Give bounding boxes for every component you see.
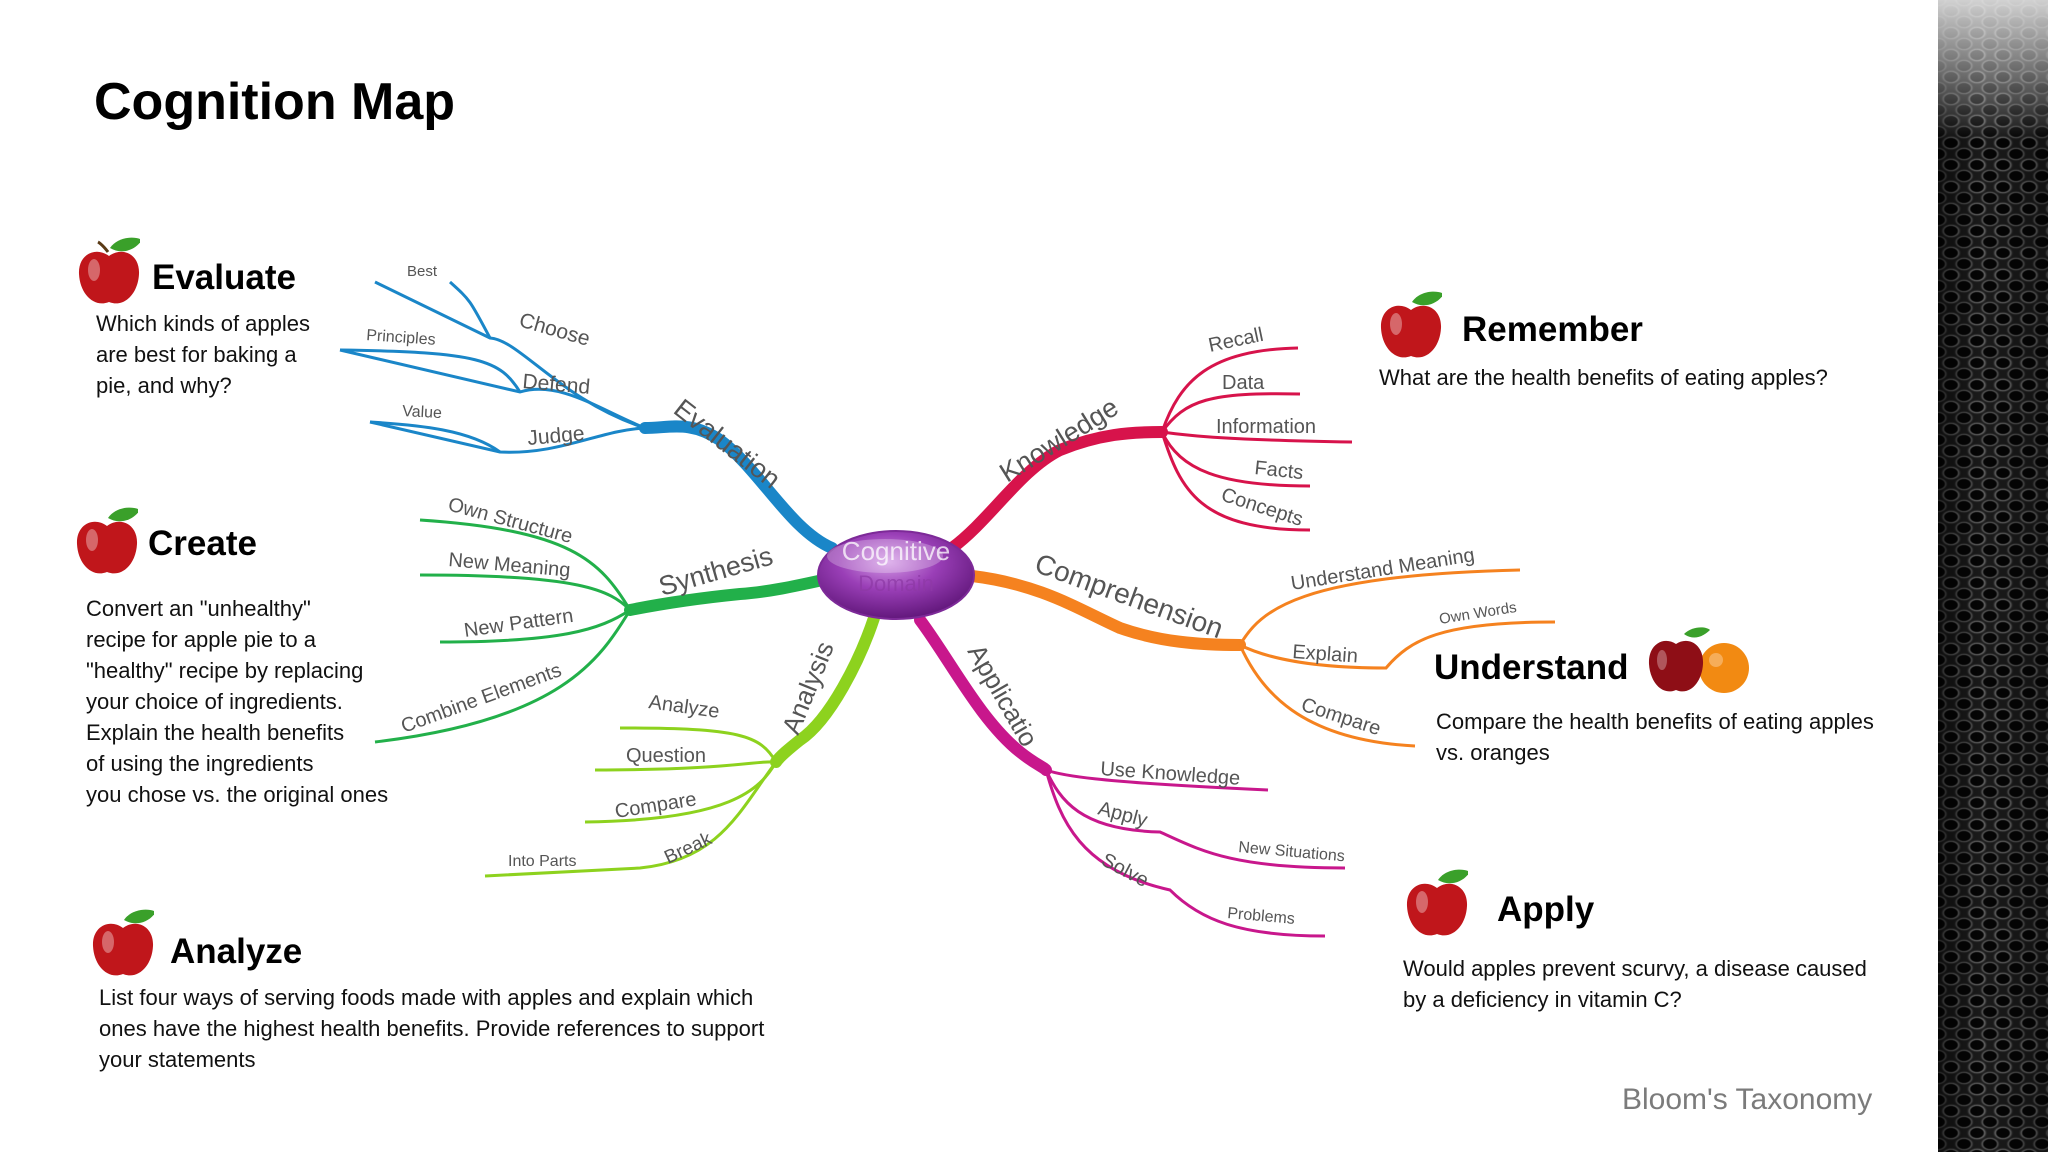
comprehension-item: Understand Meaning xyxy=(1289,544,1476,595)
evaluation-branch xyxy=(639,420,838,554)
evaluation-item: Defend xyxy=(522,370,591,399)
application-branch xyxy=(914,614,1052,776)
synthesis-subbranches xyxy=(374,518,632,744)
comprehension-item: Explain xyxy=(1292,641,1359,668)
knowledge-item: Facts xyxy=(1253,457,1304,484)
analysis-subbranches xyxy=(484,726,778,878)
analyze-heading: Analyze xyxy=(170,932,303,971)
apply-text: Would apples prevent scurvy, a disease c… xyxy=(1403,956,1867,1012)
remember-heading: Remember xyxy=(1462,310,1643,349)
analyze-text: List four ways of serving foods made wit… xyxy=(99,985,765,1072)
evaluation-subitem: Principles xyxy=(366,327,436,349)
application-subbranches xyxy=(1044,768,1346,938)
evaluation-item: Choose xyxy=(517,309,593,351)
understand-heading: Understand xyxy=(1434,648,1629,687)
knowledge-item: Information xyxy=(1216,416,1316,438)
comprehension-subbranches xyxy=(1238,568,1556,748)
knowledge-item: Data xyxy=(1222,372,1265,394)
evaluation-subitem: Value xyxy=(402,403,443,422)
evaluate-text: Which kinds of apples are best for bakin… xyxy=(96,311,310,398)
knowledge-subbranches xyxy=(1160,346,1353,532)
analysis-item: Break xyxy=(661,828,715,868)
apply-heading: Apply xyxy=(1497,890,1595,929)
application-item: Solve xyxy=(1098,849,1153,892)
apple-icon xyxy=(1380,291,1442,358)
create-heading: Create xyxy=(148,524,257,563)
apple-icon xyxy=(78,237,140,304)
apple-icon xyxy=(76,507,138,574)
side-texture xyxy=(1938,0,2048,1152)
analysis-subitem: Into Parts xyxy=(508,853,576,870)
analysis-item: Question xyxy=(626,745,706,767)
evaluation-item: Judge xyxy=(526,422,585,450)
knowledge-branch xyxy=(946,426,1168,554)
evaluation-label: Evaluation xyxy=(668,393,786,494)
remember-text: What are the health benefits of eating a… xyxy=(1379,365,1828,390)
center-label-line1: Cognitive xyxy=(842,536,950,566)
evaluate-heading: Evaluate xyxy=(152,258,296,297)
evaluation-subitem: Best xyxy=(407,263,438,280)
analysis-item: Analyze xyxy=(647,691,721,723)
center-node xyxy=(817,530,975,620)
slide: Cognition Map xyxy=(76,73,1874,1116)
mind-map: Cognitive Domain Evaluation Synthesis An… xyxy=(339,263,1556,938)
application-item: Apply xyxy=(1096,798,1150,832)
synthesis-branch xyxy=(624,572,838,616)
footer-label: Bloom's Taxonomy xyxy=(1622,1083,1873,1116)
comprehension-branch xyxy=(966,570,1246,651)
center-label-line2: Domain xyxy=(858,571,934,596)
analysis-label: Analysis xyxy=(776,637,840,738)
application-subitem: Problems xyxy=(1227,905,1296,928)
apple-icon xyxy=(92,909,154,976)
understand-text: Compare the health benefits of eating ap… xyxy=(1436,709,1874,765)
apple-orange-icon xyxy=(1648,627,1749,693)
page-title: Cognition Map xyxy=(94,73,456,131)
analysis-branch xyxy=(770,612,880,768)
evaluation-subbranches xyxy=(339,280,646,454)
apple-icon xyxy=(1406,869,1468,936)
synthesis-item: Own Structure xyxy=(446,494,575,548)
knowledge-item: Concepts xyxy=(1218,484,1305,531)
create-text: Convert an "unhealthy" recipe for apple … xyxy=(86,596,389,807)
